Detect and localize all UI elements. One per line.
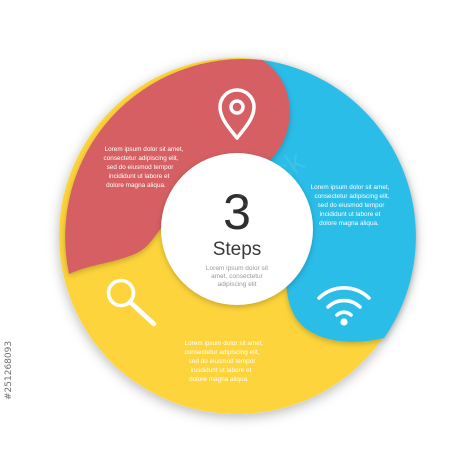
step-text-red: Lorem ipsum dolor sit amet, consectetur … [104, 146, 184, 189]
center-sub-line: adipiscing elit [217, 281, 256, 288]
stock-id: #251268093 [4, 340, 14, 400]
step-text-line: Lorem ipsum dolor sit amet, [105, 146, 184, 153]
step-text-line: sed do eiusmod tempor [107, 164, 175, 171]
step-text-line: incididunt ut labore et [191, 367, 252, 374]
step-text-line: Lorem ipsum dolor sit amet, [185, 340, 264, 347]
step-text-line: dolore magna aliqua. [319, 220, 379, 227]
center-label: Steps [213, 239, 262, 260]
center-number: 3 [223, 184, 251, 240]
step-text-line: sed do eiusmod tempor [318, 202, 386, 209]
center-sub-line: Lorem ipsum dolor sit [206, 265, 268, 272]
step-text-line: Lorem ipsum dolor sit amet, [311, 184, 390, 191]
step-text-yellow: Lorem ipsum dolor sit amet, consectetur … [185, 340, 264, 383]
step-text-line: incididunt ut labore et [320, 211, 381, 218]
step-text-line: dolore magna aliqua. [189, 376, 249, 383]
search-icon [106, 278, 157, 327]
step-text-line: sed do eiusmod tempor [189, 358, 257, 365]
step-text-line: incididunt ut labore et [109, 173, 170, 180]
map-pin-icon [218, 88, 256, 140]
step-text-line: consectetur adipiscing elit, [315, 193, 390, 200]
step-text-line: consectetur adipiscing elit, [185, 349, 260, 356]
wifi-icon [317, 286, 371, 326]
step-text-line: consectetur adipiscing elit, [104, 155, 179, 162]
step-text-blue: Lorem ipsum dolor sit amet, consectetur … [311, 184, 390, 227]
step-text-line: dolore magna aliqua. [106, 182, 166, 189]
center-disc [161, 153, 313, 305]
center-sub-line: amet, consectetur [211, 273, 263, 280]
